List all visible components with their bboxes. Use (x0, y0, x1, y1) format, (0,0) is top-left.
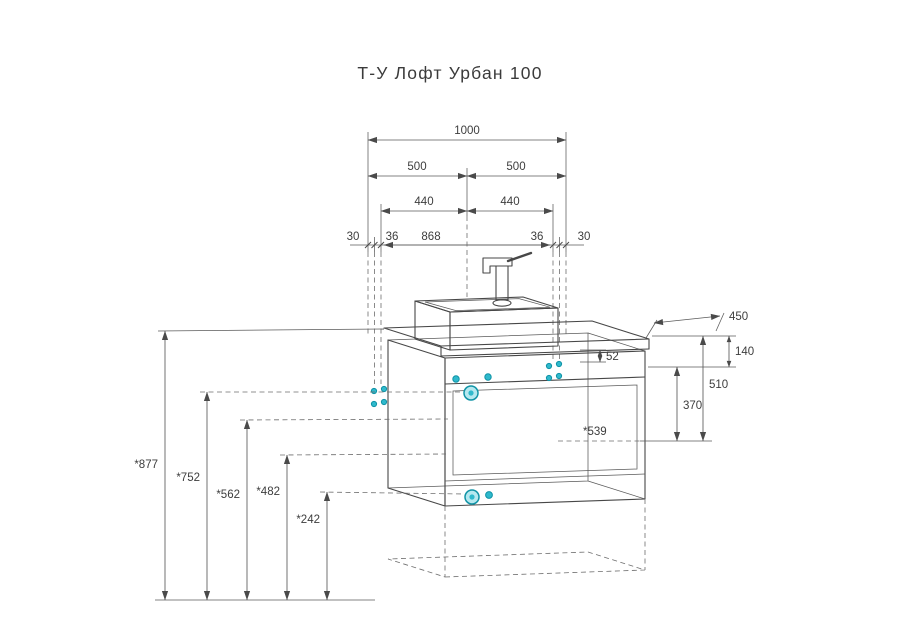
water-connection (452, 375, 460, 383)
dim-lower: 370 (683, 400, 702, 412)
dim-tick (549, 241, 557, 249)
cabinet-edge (587, 332, 646, 352)
sink-rim (414, 296, 559, 313)
extension-line-dashed (279, 453, 447, 456)
mounting-hole (380, 385, 388, 393)
top-dimension-block: 1000 500 500 440 440 30 36 868 36 30 (347, 125, 591, 384)
dim-left-half: 500 (407, 161, 426, 173)
mounting-hole (370, 387, 378, 395)
dim-worktop: 52 (606, 351, 619, 363)
drain-connection-center (469, 494, 475, 500)
faucet-lever (506, 251, 533, 263)
dim-floor-h3: *562 (216, 489, 240, 501)
extension-line (715, 312, 725, 332)
cabinet-left-side (387, 339, 446, 507)
dim-line-depth (653, 313, 721, 326)
faucet (482, 251, 533, 307)
dim-floor-h1: *877 (134, 459, 158, 471)
right-dimension-block: 450 140 510 370 52 *539 (558, 311, 754, 442)
dim-holes-span: 868 (421, 231, 440, 243)
dim-right-half: 500 (506, 161, 525, 173)
cabinet-top-rail (444, 376, 646, 385)
mounting-hole (545, 362, 553, 370)
dim-height: 510 (709, 379, 728, 391)
dim-tick (364, 241, 372, 249)
dim-floor-h2: *752 (176, 472, 200, 484)
dim-right-hole: 440 (500, 196, 519, 208)
dim-tick (556, 241, 563, 249)
dim-floor-h4: *482 (256, 486, 280, 498)
mounting-hole (555, 360, 563, 368)
dim-interior: *539 (583, 426, 607, 438)
mounting-hole (545, 374, 553, 382)
drain-connection-center (468, 390, 474, 396)
extension-line-dashed (239, 418, 449, 421)
cabinet-edge (587, 480, 646, 500)
water-connection (484, 373, 492, 381)
mounting-hole (370, 400, 378, 408)
dim-left-edge: 30 (347, 231, 360, 243)
faucet-base (492, 299, 512, 307)
page-title: Т-У Лофт Урбан 100 (357, 63, 542, 83)
dim-tick (377, 241, 385, 249)
dim-depth: 450 (729, 311, 748, 323)
vessel-sink (414, 296, 559, 351)
drawer-front (452, 384, 638, 476)
dim-left-hole: 440 (414, 196, 433, 208)
dim-tick (371, 241, 378, 249)
vanity-cabinet (383, 251, 650, 578)
cabinet-bottom-rail (444, 473, 646, 482)
mounting-points (370, 360, 563, 505)
faucet-body (495, 265, 509, 301)
floor-projection (387, 551, 646, 578)
dim-upper: 140 (735, 346, 754, 358)
mounting-hole (380, 398, 388, 406)
dim-tick (562, 241, 570, 249)
left-dimension-block: *877 *752 *562 *482 *242 (134, 328, 465, 601)
faucet-spout (482, 257, 513, 274)
dim-right-offset: 36 (531, 231, 544, 243)
countertop-top (383, 320, 650, 347)
extension-line (157, 328, 385, 332)
dim-right-edge: 30 (578, 231, 591, 243)
dim-left-offset: 36 (386, 231, 399, 243)
countertop-front (440, 348, 650, 357)
extension-line-dashed (319, 491, 465, 495)
sink-inner-rim (424, 298, 551, 311)
water-connection (485, 491, 493, 499)
mounting-hole (555, 372, 563, 380)
dim-total-width: 1000 (454, 125, 480, 137)
dim-floor-h5: *242 (296, 514, 320, 526)
